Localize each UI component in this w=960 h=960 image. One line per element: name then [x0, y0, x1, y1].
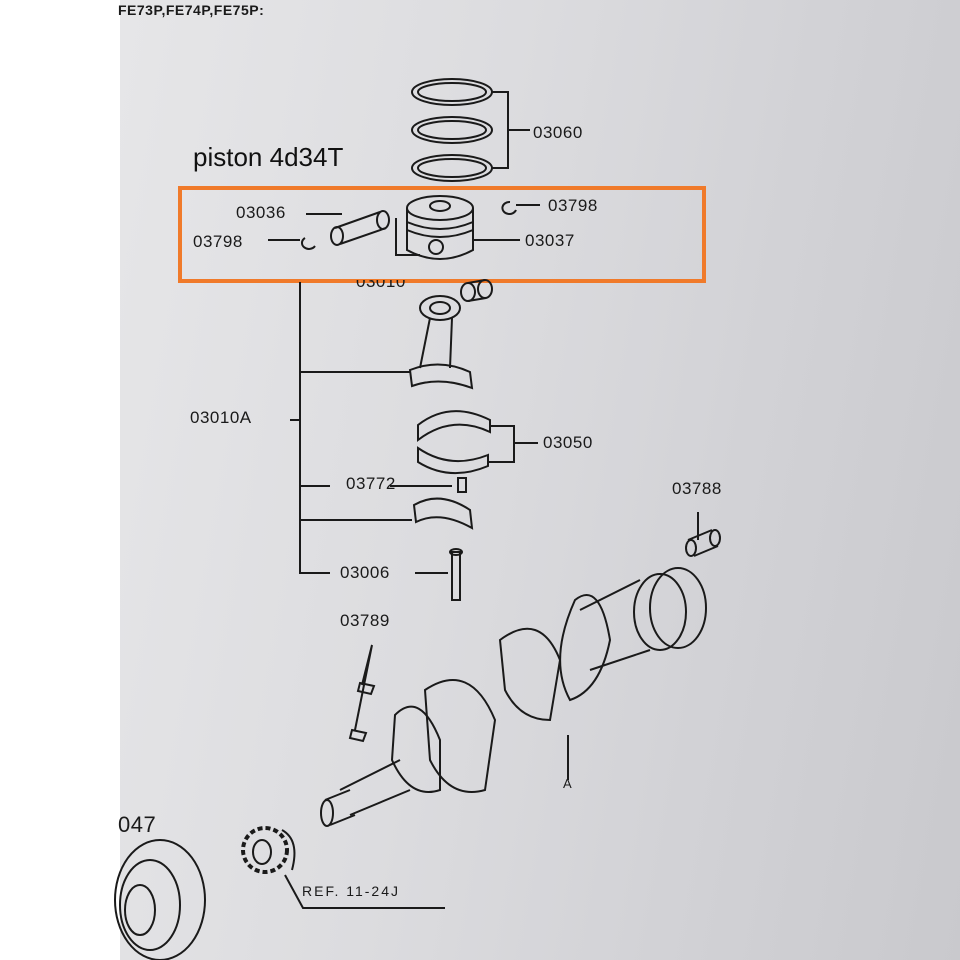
highlight-box [178, 186, 706, 283]
assembly-bracket [290, 282, 412, 574]
bearing-shells [417, 410, 538, 475]
label-03788: 03788 [672, 479, 722, 498]
crankshaft [320, 567, 707, 827]
label-03010: 03010 [356, 272, 406, 291]
label-a: A [563, 776, 573, 791]
label-03798-right: 03798 [548, 196, 598, 215]
woodruff-keys [348, 644, 376, 743]
connecting-rod [408, 295, 474, 390]
label-03006: 03006 [340, 563, 390, 582]
label-03037: 03037 [525, 231, 575, 250]
label-03060: 03060 [533, 123, 583, 142]
rod-bolt [415, 548, 463, 601]
label-03010A: 03010A [190, 408, 252, 427]
parts-catalog-page [120, 0, 960, 960]
model-header: FE73P,FE74P,FE75P: [118, 2, 265, 18]
rod-cap [412, 497, 474, 530]
label-03789: 03789 [340, 611, 390, 630]
snap-ring-left [268, 237, 316, 250]
label-03798-left: 03798 [193, 232, 243, 251]
bushing [460, 279, 493, 302]
dowel-pin [457, 477, 467, 493]
label-03772: 03772 [346, 474, 396, 493]
annotation-title: piston 4d34T [193, 142, 344, 172]
reference-label: REF. 11-24J [302, 883, 400, 899]
piston-rings [411, 78, 530, 182]
crank-pulley [114, 839, 206, 960]
piston-pin [306, 210, 390, 246]
snap-ring-right [501, 200, 540, 215]
label-03050: 03050 [543, 433, 593, 452]
label-047: 047 [118, 812, 157, 837]
timing-gear [241, 826, 445, 909]
crank-pin [685, 512, 721, 557]
label-03036: 03036 [236, 203, 286, 222]
piston [395, 195, 520, 260]
